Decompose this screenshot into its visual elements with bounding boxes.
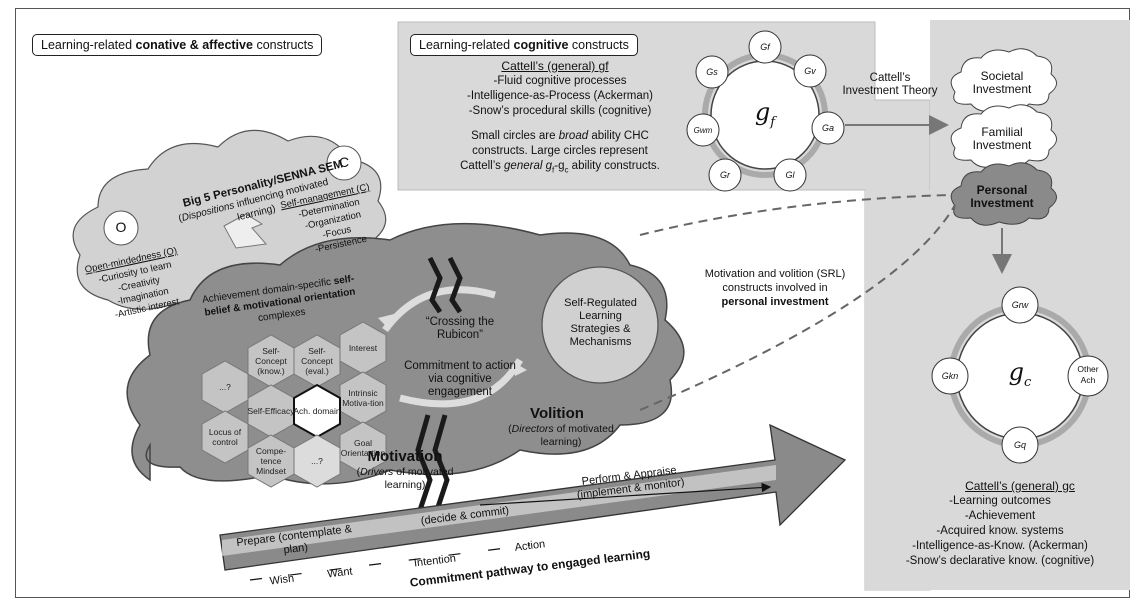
hex-achievement-domain: Ach. domain bbox=[293, 406, 341, 416]
pathway-arrow-highlight bbox=[222, 465, 776, 556]
gc-node-other-ach-label: Other Ach bbox=[1077, 364, 1099, 385]
note-line-2: constructs. Large circles represent bbox=[472, 145, 648, 157]
gc-item-1: -Learning outcomes bbox=[949, 495, 1051, 507]
o-badge bbox=[103, 210, 139, 246]
gc-node-gq-label: Gq bbox=[1013, 440, 1026, 450]
srl-note-line-2: constructs involved in bbox=[722, 282, 828, 294]
cognitive-box-title: Learning-related cognitive constructs bbox=[410, 34, 638, 56]
gf-item-3: -Snow’s procedural skills (cognitive) bbox=[468, 105, 652, 117]
c-badge bbox=[326, 145, 362, 181]
cloud-personal-label: Personal Investment bbox=[970, 183, 1034, 210]
srl-circle bbox=[541, 266, 659, 384]
pathway-stage-line bbox=[249, 544, 531, 581]
volition-subtitle: (Directors of motivated learning) bbox=[508, 423, 614, 448]
gc-item-3: -Acquired know. systems bbox=[936, 525, 1064, 537]
volition-title: Volition bbox=[530, 405, 584, 422]
gc-node-gkn bbox=[931, 357, 969, 395]
hex-self-concept-eval: Self-Concept (eval.) bbox=[301, 346, 333, 376]
gf-node-gr-label: Gr bbox=[720, 170, 730, 180]
affective-box-title: Learning-related conative & affective co… bbox=[32, 34, 323, 56]
hex-self-concept-know: Self-Concept (know.) bbox=[255, 346, 287, 376]
gf-node-ga-label: Ga bbox=[821, 123, 834, 133]
gc-item-2: -Achievement bbox=[964, 510, 1036, 522]
gf-node-gr bbox=[708, 158, 742, 192]
gf-node-gl-label: Gl bbox=[785, 170, 795, 180]
note-line-1: Small circles are broad ability CHC bbox=[471, 130, 649, 142]
hex-competence-mindset: Compe-tence Mindset bbox=[255, 446, 287, 476]
gf-node-gwm bbox=[686, 113, 720, 147]
gf-node-gf-label: Gf bbox=[760, 42, 770, 52]
dashed-connector-lower bbox=[639, 204, 956, 411]
srl-note-line-3: personal investment bbox=[721, 296, 829, 308]
gc-center-label: gc bbox=[1008, 358, 1032, 390]
rubicon-streaks bbox=[415, 256, 463, 511]
gc-heading: Cattell’s (general) gc bbox=[965, 479, 1075, 493]
dashed-connector-upper bbox=[639, 194, 951, 236]
gf-node-gv bbox=[793, 54, 827, 88]
pathway-thin-arrow bbox=[479, 482, 772, 506]
cloud-societal-label: Societal Investment bbox=[972, 69, 1032, 96]
gc-node-grw-label: Grw bbox=[1011, 300, 1029, 310]
hex-intrinsic-motivation: Intrinsic Motiva-tion bbox=[342, 388, 384, 408]
gf-node-gv-label: Gv bbox=[804, 66, 816, 76]
gf-node-ga bbox=[811, 111, 845, 145]
note-line-3: Cattell’s general gf-gc ability construc… bbox=[460, 160, 660, 175]
o-letter: O bbox=[115, 219, 127, 235]
investment-theory-label: Cattell’s Investment Theory bbox=[842, 72, 938, 97]
personality-down-arrow bbox=[223, 213, 267, 249]
motivation-subtitle: (Drivers of motivated learning) bbox=[356, 466, 454, 491]
srl-label: Self-Regulated Learning Strategies & Mec… bbox=[564, 297, 637, 348]
gf-center-label: gf bbox=[754, 98, 776, 130]
gf-node-gl bbox=[773, 158, 807, 192]
gc-node-other-ach bbox=[1067, 355, 1109, 397]
hex-unknown-2: ...? bbox=[311, 456, 323, 466]
cloud-familial-label: Familial Investment bbox=[972, 125, 1032, 152]
gc-item-4: -Intelligence-as-Know. (Ackerman) bbox=[912, 540, 1088, 552]
gf-node-gs-label: Gs bbox=[706, 67, 718, 77]
gf-node-gs bbox=[695, 55, 729, 89]
hex-self-efficacy: Self-Efficacy bbox=[247, 406, 295, 416]
hex-grid bbox=[201, 321, 387, 488]
rubicon-cycle-bottom-arrow bbox=[399, 358, 524, 408]
cloud-personal bbox=[950, 162, 1057, 226]
c-letter: C bbox=[338, 154, 350, 170]
hex-goal-orientation: Goal Orienta-tion bbox=[340, 438, 386, 458]
gc-node-gq bbox=[1001, 426, 1039, 464]
gf-item-2: -Intelligence-as-Process (Ackerman) bbox=[467, 90, 653, 102]
gf-node-gwm-label: Gwm bbox=[693, 126, 713, 135]
commitment-label: Commitment to action via cognitive engag… bbox=[404, 360, 516, 398]
gc-item-5: -Snow’s declarative know. (cognitive) bbox=[905, 555, 1095, 567]
gc-node-gkn-label: Gkn bbox=[941, 371, 959, 381]
srl-note-line-1: Motivation and volition (SRL) bbox=[704, 268, 846, 280]
hex-unknown-1: ...? bbox=[219, 382, 231, 392]
motivation-title: Motivation bbox=[367, 448, 443, 465]
rubicon-label: “Crossing the Rubicon” bbox=[425, 316, 495, 341]
hex-locus-of-control: Locus of control bbox=[208, 427, 242, 447]
gf-item-1: -Fluid cognitive processes bbox=[493, 75, 627, 87]
gf-node-gf bbox=[748, 30, 782, 64]
gc-node-grw bbox=[1001, 286, 1039, 324]
gf-heading: Cattell’s (general) gf bbox=[501, 59, 609, 73]
hex-interest: Interest bbox=[348, 343, 378, 353]
